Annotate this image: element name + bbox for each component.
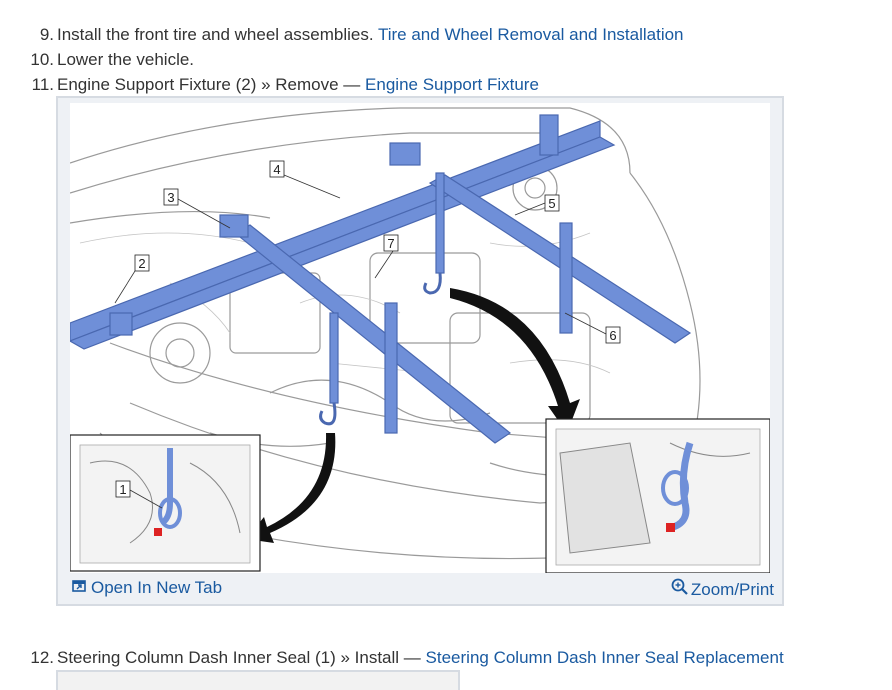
svg-text:1: 1	[119, 482, 126, 497]
next-figure-preview	[56, 670, 460, 690]
zoom-print-button[interactable]: Zoom/Print	[671, 578, 774, 601]
callout-4: 4	[269, 160, 285, 178]
svg-text:4: 4	[273, 162, 280, 177]
step-text: Install the front tire and wheel assembl…	[57, 25, 374, 44]
callout-2: 2	[134, 254, 150, 272]
step-number: 9.	[39, 25, 54, 44]
inset-left-detail	[70, 434, 261, 572]
callout-3: 3	[163, 188, 179, 206]
tire-wheel-link[interactable]: Tire and Wheel Removal and Installation	[377, 25, 684, 44]
step-number: 12.	[30, 648, 54, 667]
inset-right-detail	[545, 418, 770, 573]
svg-text:6: 6	[609, 328, 616, 343]
svg-text:3: 3	[167, 190, 174, 205]
step-text: Engine Support Fixture (2) » Remove —	[57, 75, 361, 94]
open-in-new-tab-label: Open In New Tab	[91, 578, 223, 597]
step-9: 9.Install the front tire and wheel assem…	[0, 24, 684, 46]
open-new-tab-icon	[72, 578, 86, 598]
step-10: 10.Lower the vehicle.	[0, 49, 194, 71]
open-in-new-tab-button[interactable]: Open In New Tab	[72, 578, 222, 598]
callout-5: 5	[544, 194, 560, 212]
step-text: Steering Column Dash Inner Seal (1) » In…	[57, 648, 421, 667]
engine-support-fixture-link[interactable]: Engine Support Fixture	[365, 75, 539, 94]
callout-7: 7	[383, 234, 399, 252]
step-number: 10.	[30, 50, 54, 69]
callout-1: 1	[115, 480, 131, 498]
zoom-print-label: Zoom/Print	[690, 579, 774, 599]
step-11: 11.Engine Support Fixture (2) » Remove —…	[0, 74, 539, 96]
procedure-figure: 4 3 2 5 6 7 1	[56, 96, 784, 606]
zoom-icon	[671, 578, 689, 601]
step-number: 11.	[31, 75, 54, 94]
svg-text:2: 2	[138, 256, 145, 271]
step-text: Lower the vehicle.	[57, 50, 195, 69]
svg-text:5: 5	[548, 196, 555, 211]
figure-toolbar: Open In New Tab Zoom/Print	[58, 574, 782, 604]
step-12: 12.Steering Column Dash Inner Seal (1) »…	[0, 647, 784, 669]
callout-6: 6	[605, 326, 621, 344]
svg-text:7: 7	[387, 236, 394, 251]
steering-seal-replacement-link[interactable]: Steering Column Dash Inner Seal Replacem…	[425, 648, 784, 667]
engine-bay-illustration[interactable]: 4 3 2 5 6 7 1	[70, 103, 770, 573]
